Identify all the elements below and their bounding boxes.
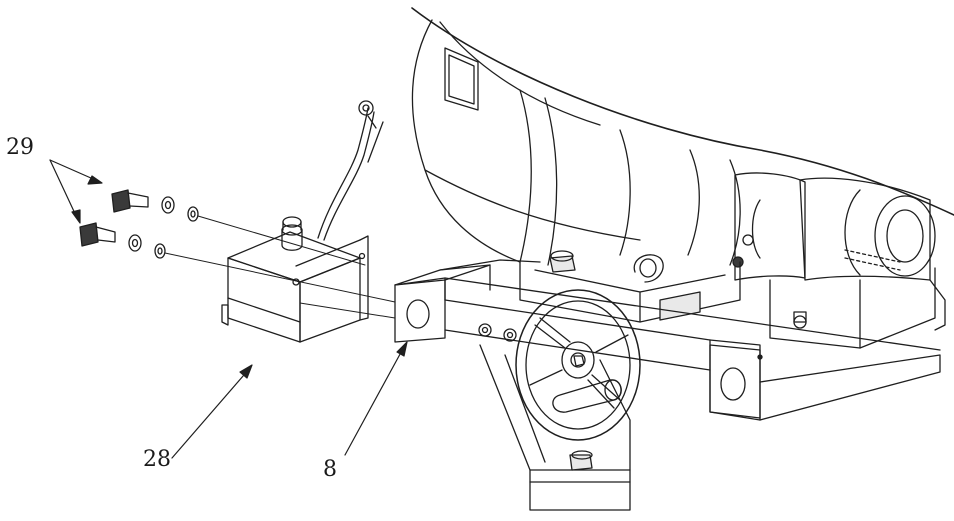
base-frame: [394, 259, 941, 421]
limit-switch-box: [221, 216, 369, 343]
cable-with-terminal: [317, 100, 384, 241]
motor-housing: [411, 7, 954, 349]
callout-label-29: 29: [6, 135, 34, 160]
leader-lines: [49, 159, 408, 459]
callout-label-28: 28: [143, 447, 171, 472]
bolts-and-washers: [79, 189, 199, 259]
support-leg: [479, 344, 631, 511]
handwheel: [515, 289, 641, 441]
assembly-axis-lines: [164, 215, 396, 319]
callout-label-8: 8: [323, 457, 337, 482]
pump-bracket: [519, 250, 741, 323]
